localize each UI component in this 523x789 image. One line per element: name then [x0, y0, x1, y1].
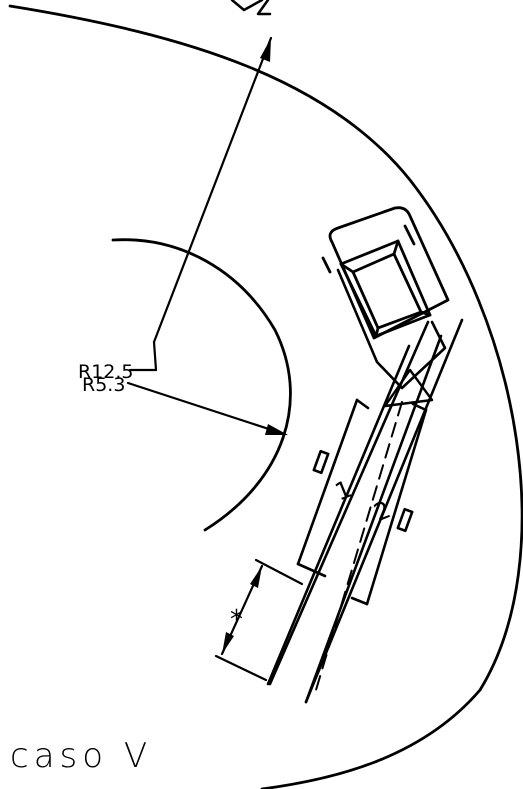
trailer-2 — [350, 402, 428, 606]
truck-cab — [321, 206, 450, 340]
inner-radius-dimension — [126, 381, 288, 435]
inner-turning-arc — [111, 238, 292, 532]
swept-path-1 — [266, 320, 430, 686]
trailer-center-axis — [315, 401, 403, 691]
outer-radius-label: R12.5 — [78, 361, 134, 383]
clearance-mark: * — [230, 605, 243, 635]
hitch-triangle — [383, 368, 434, 408]
outer-turning-arc — [8, 4, 523, 789]
inner-radius-label: R5.3 — [82, 374, 125, 396]
partial-top-marking — [230, 0, 272, 16]
case-label: caso V — [10, 736, 152, 776]
trailer-1 — [296, 398, 370, 578]
outer-radius-dimension — [128, 36, 273, 372]
clearance-dimension — [214, 558, 304, 682]
